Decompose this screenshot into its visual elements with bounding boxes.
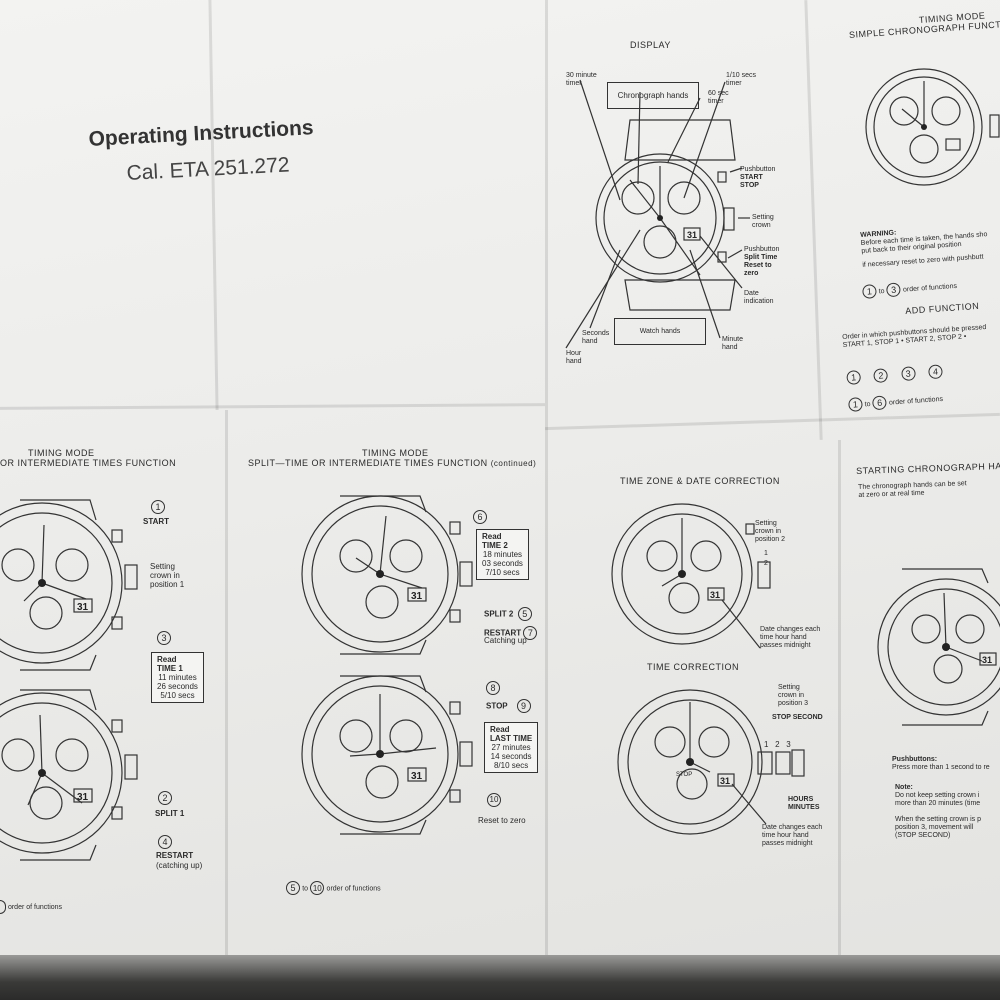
fold-line-vertical-3 (545, 0, 548, 955)
svg-text:31: 31 (982, 655, 992, 665)
left-order-text: order of functions (0, 900, 62, 914)
simple-chrono-watch (865, 68, 1000, 186)
chronograph-hands-box: Chronograph hands (607, 82, 699, 109)
fold-line-vertical-5 (838, 440, 841, 955)
split-header-2: SPLIT—TIME OR INTERMEDIATE TIMES FUNCTIO… (248, 458, 537, 468)
watch-hands-box: Watch hands (614, 318, 706, 345)
svg-text:31: 31 (77, 792, 89, 803)
split-restart-label: RESTART 7 (484, 626, 538, 640)
left-header-2: OR INTERMEDIATE TIMES FUNCTION (0, 458, 177, 468)
split-header-1: TIMING MODE (362, 448, 429, 458)
svg-text:31: 31 (411, 591, 423, 602)
fold-line-vertical-2 (225, 410, 228, 955)
left-step-3: 3 (157, 628, 171, 646)
left-step-4: 4 (158, 832, 172, 850)
svg-text:31: 31 (411, 771, 423, 782)
left-start-label: START (143, 517, 170, 526)
split-step-8: 8 (486, 678, 500, 696)
table-shadow (0, 955, 1000, 1000)
split-reset-label: Reset to zero (478, 816, 526, 825)
left-watch-1: 31 (0, 499, 138, 671)
timezone-pos-1: 1 (764, 550, 768, 557)
left-restart-label: RESTART (156, 851, 194, 860)
svg-text:31: 31 (720, 776, 730, 786)
split-step-6: 6 (473, 507, 487, 525)
split-watch-2: 31 (301, 675, 473, 835)
split-stop-label: STOP 9 (486, 699, 531, 713)
split-read-time2-box: Read TIME 2 18 minutes 03 seconds 7/10 s… (476, 529, 529, 580)
display-date-window: 31 (687, 230, 697, 240)
svg-text:31: 31 (710, 590, 720, 600)
display-header: DISPLAY (630, 40, 671, 50)
split-catching-label: Catching up (484, 636, 527, 645)
svg-text:31: 31 (77, 602, 89, 613)
split-order-row: 5 to 10 order of functions (286, 881, 381, 895)
svg-text:STOP: STOP (676, 772, 692, 778)
left-step-2: 2 (158, 788, 172, 806)
left-step-1: 1 (151, 497, 165, 515)
left-split1-label: SPLIT 1 (155, 809, 185, 818)
time-correction-header: TIME CORRECTION (647, 662, 739, 672)
left-read-time1-box: Read TIME 1 11 minutes 26 seconds 5/10 s… (151, 652, 204, 703)
timezone-header: TIME ZONE & DATE CORRECTION (620, 476, 780, 486)
left-watch-2: 31 (0, 689, 138, 861)
timezone-watch: 31 (611, 503, 771, 649)
timezone-pos-2: 2 (764, 560, 768, 567)
display-watch-diagram: 31 (565, 79, 750, 349)
starting-note: Note: Do not keep setting crown i more t… (895, 784, 981, 839)
crown-position-numbers: 1 2 3 (764, 740, 791, 749)
time-correction-watch: 31 STOP (617, 689, 805, 835)
split-split2-label: SPLIT 2 5 (484, 607, 532, 621)
left-catching-label: (catching up) (156, 861, 203, 870)
starting-pushbuttons: Pushbuttons:Press more than 1 second to … (892, 756, 990, 771)
split-step-10: 10 (487, 789, 501, 807)
stop-second-label: STOP SECOND (772, 714, 823, 721)
split-read-last-box: Read LAST TIME 27 minutes 14 seconds 8/1… (484, 722, 539, 773)
left-header-1: TIMING MODE (28, 448, 95, 458)
split-watch-1: 31 (301, 495, 473, 655)
starting-watch: 31 (877, 568, 1000, 726)
